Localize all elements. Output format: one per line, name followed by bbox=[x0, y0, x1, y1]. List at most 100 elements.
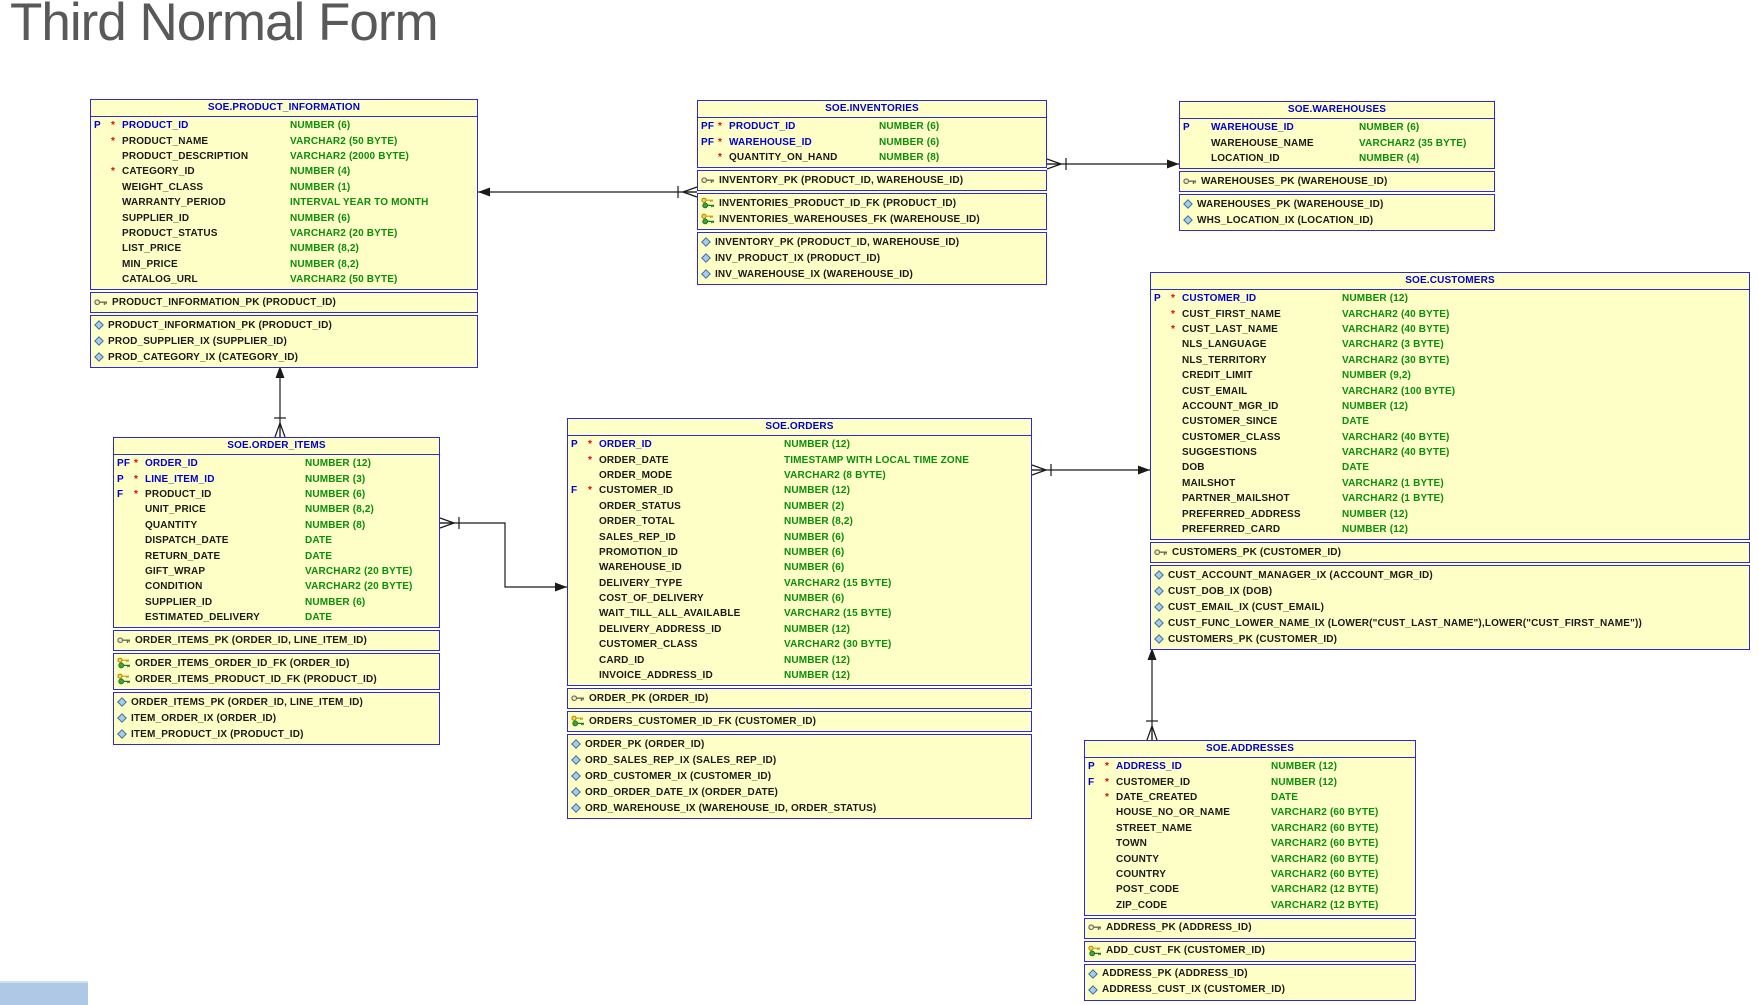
pk-row: CUSTOMERS_PK (CUSTOMER_ID) bbox=[1151, 544, 1749, 560]
table-pk-section: INVENTORY_PK (PRODUCT_ID, WAREHOUSE_ID) bbox=[697, 170, 1047, 192]
column-type: NUMBER (4) bbox=[290, 166, 351, 178]
column-type: DATE bbox=[305, 550, 333, 562]
column-name: PRODUCT_ID bbox=[122, 120, 189, 132]
column-name: PRODUCT_ID bbox=[729, 121, 796, 133]
required-star: * bbox=[1105, 791, 1110, 803]
column-name: ORDER_DATE bbox=[599, 454, 669, 466]
foreign-key-icon bbox=[571, 715, 585, 727]
index-row: CUSTOMERS_PK (CUSTOMER_ID) bbox=[1151, 631, 1749, 647]
pk-row-label: ORDER_ITEMS_PK (ORDER_ID, LINE_ITEM_ID) bbox=[135, 634, 367, 646]
column-name: PREFERRED_CARD bbox=[1182, 524, 1281, 536]
table-pk-section: ADDRESS_PK (ADDRESS_ID) bbox=[1084, 917, 1416, 939]
pk-row-label: ORDER_PK (ORDER_ID) bbox=[589, 692, 709, 704]
column-name: NLS_TERRITORY bbox=[1182, 354, 1267, 366]
table-fk-section: INVENTORIES_PRODUCT_ID_FK (PRODUCT_ID)IN… bbox=[697, 193, 1047, 231]
column-type: VARCHAR2 (50 BYTE) bbox=[290, 135, 398, 147]
table-ix-section: ADDRESS_PK (ADDRESS_ID)ADDRESS_CUST_IX (… bbox=[1084, 963, 1416, 1001]
column-type: NUMBER (12) bbox=[1271, 761, 1338, 773]
column-type: NUMBER (4) bbox=[1359, 152, 1420, 164]
column-row: CUSTOMER_CLASS VARCHAR2 (30 BYTE) bbox=[568, 637, 1031, 652]
column-type: VARCHAR2 (40 BYTE) bbox=[1342, 447, 1450, 459]
column-name: PREFERRED_ADDRESS bbox=[1182, 508, 1301, 520]
column-type: NUMBER (8) bbox=[879, 151, 940, 163]
arrowhead bbox=[478, 187, 490, 197]
key-flag-label: P bbox=[1183, 122, 1190, 134]
column-type: NUMBER (8,2) bbox=[290, 243, 360, 255]
index-row: ITEM_ORDER_IX (ORDER_ID) bbox=[114, 710, 439, 726]
column-name: PRODUCT_DESCRIPTION bbox=[122, 150, 249, 162]
crow-foot bbox=[682, 191, 698, 198]
table-ix-section: INVENTORY_PK (PRODUCT_ID, WAREHOUSE_ID)I… bbox=[697, 232, 1047, 286]
column-type: VARCHAR2 (60 BYTE) bbox=[1271, 868, 1379, 880]
index-row-label: ITEM_PRODUCT_IX (PRODUCT_ID) bbox=[131, 728, 304, 740]
column-type: VARCHAR2 (15 BYTE) bbox=[784, 608, 892, 620]
index-icon bbox=[117, 729, 127, 740]
pk-row-label: CUSTOMERS_PK (CUSTOMER_ID) bbox=[1172, 546, 1342, 558]
index-icon bbox=[571, 755, 581, 766]
pk-row-label: WAREHOUSES_PK (WAREHOUSE_ID) bbox=[1201, 175, 1388, 187]
pk-row-label: ADDRESS_PK (ADDRESS_ID) bbox=[1106, 922, 1252, 934]
pk-row: ADDRESS_PK (ADDRESS_ID) bbox=[1085, 920, 1415, 936]
index-row-label: WHS_LOCATION_IX (LOCATION_ID) bbox=[1197, 214, 1374, 226]
required-star: * bbox=[111, 120, 116, 132]
fk-row-label: ORDERS_CUSTOMER_ID_FK (CUSTOMER_ID) bbox=[589, 715, 817, 727]
column-name: MAILSHOT bbox=[1182, 477, 1236, 489]
table-title: SOE.ORDER_ITEMS bbox=[227, 440, 326, 451]
pk-row: ORDER_PK (ORDER_ID) bbox=[568, 690, 1031, 706]
arrowhead bbox=[1167, 159, 1179, 169]
column-name: CUSTOMER_CLASS bbox=[599, 639, 698, 651]
index-icon bbox=[1154, 586, 1164, 597]
column-name: CUSTOMER_ID bbox=[1116, 776, 1191, 788]
index-icon bbox=[94, 352, 104, 363]
table-ix-section: ORDER_PK (ORDER_ID)ORD_SALES_REP_IX (SAL… bbox=[567, 734, 1032, 820]
fk-row-label: ORDER_ITEMS_PRODUCT_ID_FK (PRODUCT_ID) bbox=[135, 673, 377, 685]
table-pk-section: WAREHOUSES_PK (WAREHOUSE_ID) bbox=[1179, 171, 1495, 193]
column-type: DATE bbox=[1271, 791, 1299, 803]
column-type: VARCHAR2 (3 BYTE) bbox=[1342, 339, 1444, 351]
column-name: PROMOTION_ID bbox=[599, 546, 679, 558]
index-row: ORD_WAREHOUSE_IX (WAREHOUSE_ID, ORDER_ST… bbox=[568, 800, 1031, 816]
index-icon bbox=[1154, 618, 1164, 629]
column-type: VARCHAR2 (20 BYTE) bbox=[305, 581, 413, 593]
crow-foot bbox=[1031, 464, 1047, 471]
table-pk-section: ORDER_PK (ORDER_ID) bbox=[567, 688, 1032, 710]
column-name: WARRANTY_PERIOD bbox=[122, 197, 226, 209]
index-row-label: ADDRESS_PK (ADDRESS_ID) bbox=[1102, 968, 1248, 980]
index-row-label: ORDER_ITEMS_PK (ORDER_ID, LINE_ITEM_ID) bbox=[131, 696, 363, 708]
index-row-label: CUSTOMERS_PK (CUSTOMER_ID) bbox=[1168, 633, 1338, 645]
index-row: PROD_SUPPLIER_IX (SUPPLIER_ID) bbox=[91, 333, 477, 349]
column-type: NUMBER (12) bbox=[1342, 508, 1409, 520]
index-icon bbox=[1183, 199, 1193, 210]
required-star: * bbox=[718, 136, 723, 148]
fk-row-label: INVENTORIES_PRODUCT_ID_FK (PRODUCT_ID) bbox=[719, 197, 957, 209]
column-name: PRODUCT_STATUS bbox=[122, 227, 218, 239]
column-name: ORDER_STATUS bbox=[599, 500, 681, 512]
required-star: * bbox=[134, 458, 139, 470]
index-row: ORD_CUSTOMER_IX (CUSTOMER_ID) bbox=[568, 768, 1031, 784]
crow-foot bbox=[1151, 725, 1158, 741]
column-name: SALES_REP_ID bbox=[599, 531, 676, 543]
column-name: GIFT_WRAP bbox=[145, 565, 206, 577]
column-type: VARCHAR2 (30 BYTE) bbox=[784, 639, 892, 651]
key-flag-label: P bbox=[117, 473, 124, 485]
